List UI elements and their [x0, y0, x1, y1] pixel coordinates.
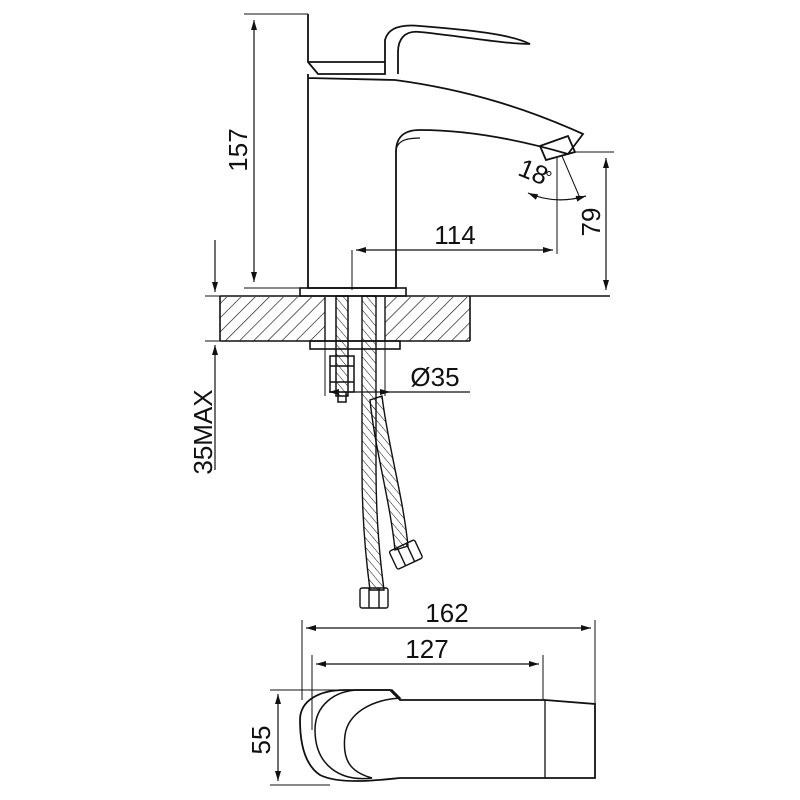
- top-view-handle: [314, 689, 402, 780]
- flexible-hoses: [359, 295, 423, 609]
- deck-hatch-right: [385, 297, 470, 341]
- deck-hatch-left: [220, 297, 325, 341]
- deck-section: [219, 287, 610, 350]
- dim-angle-degree: °: [545, 168, 552, 188]
- hose-nut-left: [359, 587, 389, 609]
- dim-deck-thickness: 35MAX: [188, 240, 222, 475]
- dim-body-width-label: 55: [246, 726, 276, 755]
- top-view-outline: [299, 689, 596, 782]
- dim-reach-label: 114: [434, 220, 475, 250]
- dim-height-label: 157: [223, 128, 253, 171]
- handle-outline: [307, 14, 531, 75]
- dim-outlet-height: 79: [575, 151, 614, 290]
- hose-left: [361, 295, 385, 591]
- body-outline: [307, 74, 585, 289]
- dim-body-length-label: 127: [405, 634, 448, 664]
- dim-hole-label: Ø35: [410, 362, 459, 392]
- faucet-top-view: [299, 689, 596, 782]
- dim-deck-thickness-label: 35MAX: [188, 389, 218, 474]
- dim-reach: 114: [351, 160, 558, 290]
- faucet-side-view: [307, 14, 585, 289]
- dim-overall-length: 162: [301, 598, 596, 704]
- dim-body-width: 55: [246, 689, 345, 786]
- dim-outlet-height-label: 79: [576, 208, 606, 237]
- spout-inner: [395, 137, 421, 153]
- dim-body-length: 127: [311, 634, 544, 730]
- dim-height: 157: [223, 13, 308, 289]
- dim-hole: Ø35: [324, 341, 470, 396]
- hose-nut-right: [388, 539, 423, 570]
- mounting-stud: [329, 295, 355, 403]
- dim-overall-length-label: 162: [425, 598, 468, 628]
